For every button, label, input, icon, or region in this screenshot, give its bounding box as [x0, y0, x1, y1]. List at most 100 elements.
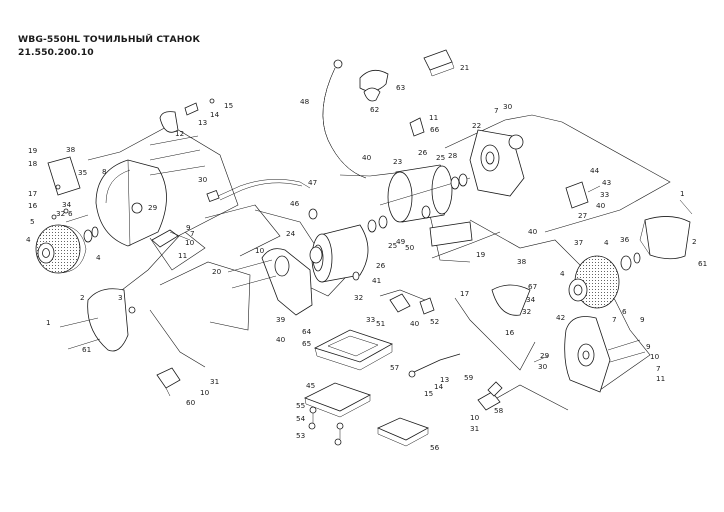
eye-shield-holder [156, 367, 181, 397]
motor-housing-right-end [469, 129, 525, 197]
callout-26a: 26 [418, 148, 428, 157]
motor-stator-ring [311, 224, 369, 283]
left-grinding-wheel [35, 224, 87, 274]
callout-38a: 38 [66, 145, 76, 154]
callout-2b: 2 [80, 293, 85, 302]
callout-37: 37 [574, 238, 583, 247]
callout-8: 8 [102, 167, 107, 176]
callout-9b: 9 [640, 315, 645, 324]
callout-54: 54 [296, 414, 306, 423]
callout-10c: 10 [650, 352, 660, 361]
callout-15: 15 [224, 101, 233, 110]
callout-15b: 15 [424, 389, 433, 398]
callout-6a: 6 [68, 209, 73, 218]
page-title: WBG-550HL ТОЧИЛЬНЫЙ СТАНОК 21.550.200.10 [18, 33, 200, 59]
machine-base [313, 329, 393, 371]
callout-58: 58 [494, 406, 504, 415]
callout-61b: 61 [82, 345, 91, 354]
callout-31b: 31 [470, 424, 479, 433]
callout-6b: 6 [622, 307, 627, 316]
callout-28: 28 [448, 151, 458, 160]
callout-7b: 7 [190, 229, 195, 238]
callout-4c: 4 [604, 238, 609, 247]
right-tool-rest [477, 381, 503, 411]
callout-42: 42 [556, 313, 565, 322]
motor-shaft-bearing [367, 205, 431, 233]
lamp-head [359, 69, 389, 102]
flexible-lamp-arm [322, 59, 367, 179]
callout-14b: 14 [434, 382, 444, 391]
callout-13: 13 [198, 118, 207, 127]
callout-4a: 4 [26, 235, 31, 244]
callout-41: 41 [372, 276, 381, 285]
switch-plate [409, 117, 425, 137]
left-tool-rest [151, 229, 191, 248]
callout-29a: 29 [148, 203, 158, 212]
callout-9a: 9 [186, 223, 191, 232]
title-part-number: 21.550.200.10 [18, 47, 94, 58]
callout-20: 20 [212, 267, 222, 276]
callout-27: 27 [578, 211, 587, 220]
callout-63: 63 [396, 83, 405, 92]
left-wheel-guard [95, 159, 167, 247]
callout-labels: 21 63 62 48 15 14 13 12 11 66 7 30 22 40… [26, 63, 707, 452]
callout-24: 24 [286, 229, 296, 238]
top-lamp-clip [149, 98, 215, 176]
callout-32b: 32 [522, 307, 531, 316]
callout-35: 35 [78, 168, 87, 177]
callout-10a: 10 [185, 238, 195, 247]
lower-bracket [429, 221, 473, 247]
callout-26b: 26 [376, 261, 386, 270]
callout-11b: 11 [656, 374, 665, 383]
callout-19b: 19 [476, 250, 486, 259]
callout-30a: 30 [503, 102, 513, 111]
callout-60: 60 [186, 398, 196, 407]
right-flange-and-nut [620, 252, 641, 271]
callout-40d: 40 [276, 335, 286, 344]
rubber-feet [308, 406, 344, 446]
callout-64: 64 [302, 327, 312, 336]
callout-7d: 7 [656, 364, 661, 373]
callout-34a: 34 [62, 200, 72, 209]
callout-32a: 32 [56, 209, 65, 218]
callout-29b: 29 [540, 351, 550, 360]
callout-3: 3 [118, 293, 123, 302]
callout-67: 67 [528, 282, 537, 291]
callout-40b: 40 [528, 227, 538, 236]
switch-cover [423, 49, 455, 77]
callout-53: 53 [296, 431, 305, 440]
left-flange-and-nut [83, 226, 99, 243]
callout-4d: 4 [560, 269, 565, 278]
callout-66: 66 [430, 125, 440, 134]
callout-19a: 19 [28, 146, 38, 155]
callout-1b: 1 [46, 318, 51, 327]
callout-30c: 30 [538, 362, 548, 371]
wheel-dresser-bracket [389, 293, 435, 315]
callout-40e: 40 [410, 319, 420, 328]
callout-7c: 7 [612, 315, 617, 324]
callout-47: 47 [308, 178, 317, 187]
left-motor-end-cover [227, 248, 313, 316]
callout-62: 62 [370, 105, 379, 114]
callout-52: 52 [430, 317, 439, 326]
right-lamp-bulb [565, 181, 601, 209]
callout-40a: 40 [362, 153, 372, 162]
callout-59: 59 [464, 373, 474, 382]
right-outer-guard [639, 199, 693, 260]
callout-45: 45 [306, 381, 315, 390]
callout-23: 23 [393, 157, 402, 166]
callout-17b: 17 [460, 289, 469, 298]
callout-46: 46 [290, 199, 300, 208]
right-grinding-wheel [568, 255, 620, 309]
power-cord [206, 179, 311, 202]
left-eye-shield-plate [59, 288, 136, 352]
callout-55: 55 [296, 401, 305, 410]
callout-17a: 17 [28, 189, 37, 198]
callout-39: 39 [276, 315, 286, 324]
callout-10e: 10 [470, 413, 480, 422]
callout-34b: 34 [526, 295, 536, 304]
callout-1a: 1 [680, 189, 685, 198]
callout-30b: 30 [198, 175, 208, 184]
